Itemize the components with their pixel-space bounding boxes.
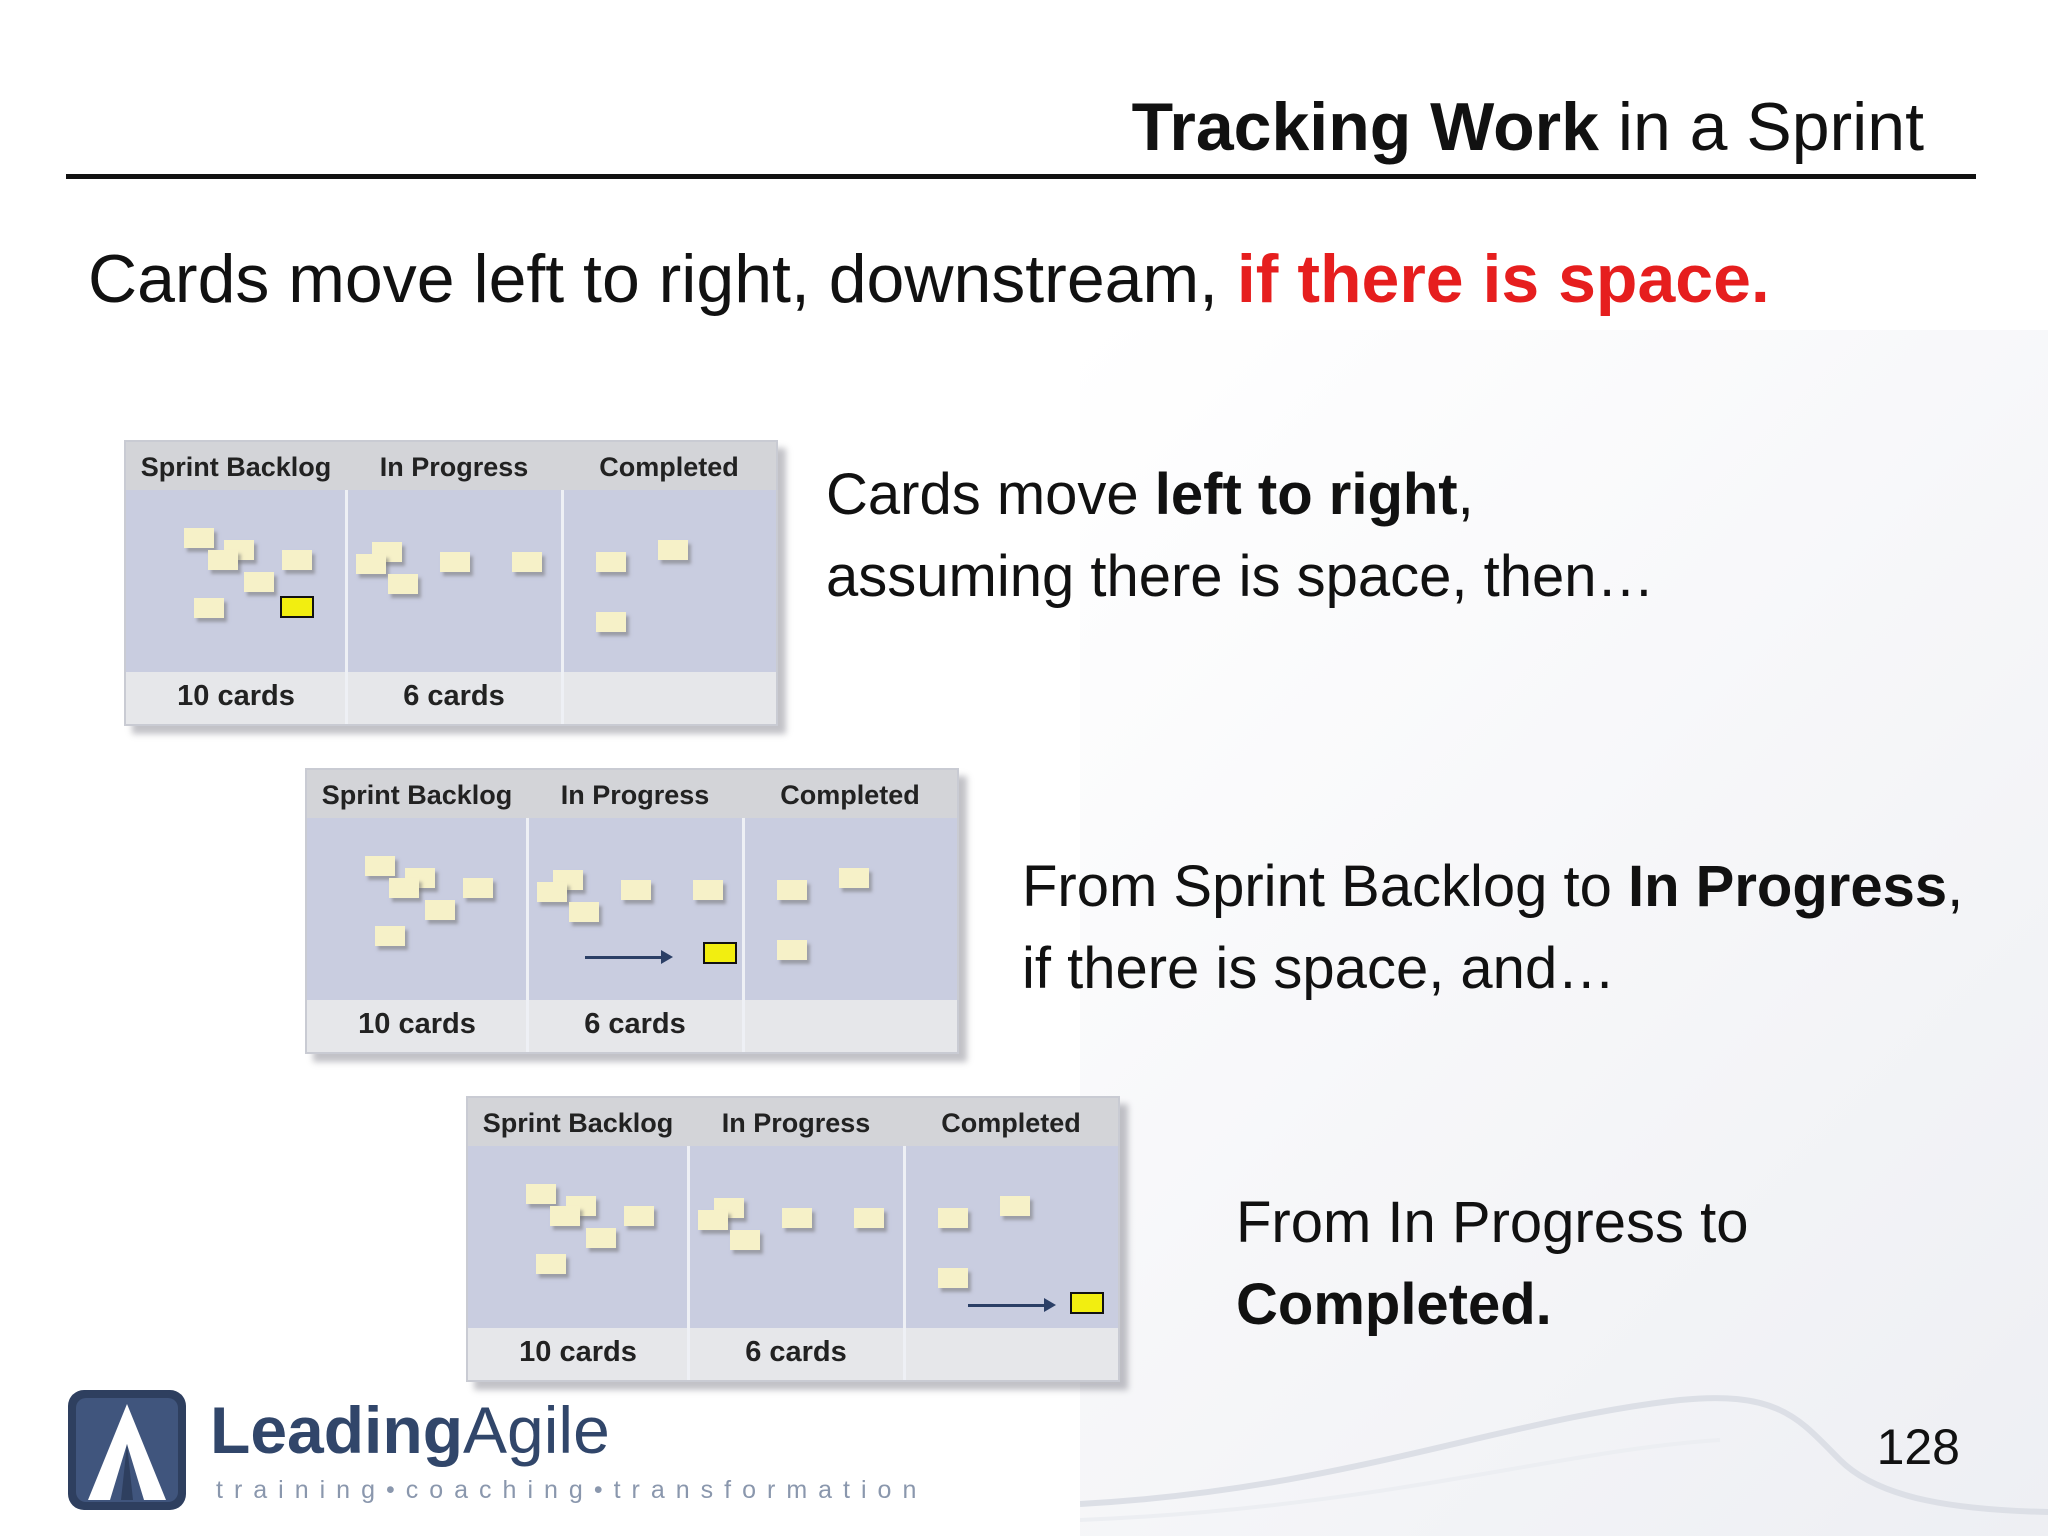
card	[356, 554, 386, 574]
card	[624, 1206, 654, 1226]
moving-card	[1070, 1292, 1104, 1314]
background-wash	[1080, 330, 2048, 1536]
card	[621, 880, 651, 900]
move-arrow	[585, 950, 673, 964]
column-divider	[742, 818, 745, 1052]
caption-step-3: From In Progress to Completed.	[1236, 1190, 1749, 1337]
board-footer	[307, 1000, 957, 1052]
card	[782, 1208, 812, 1228]
card	[194, 598, 224, 618]
card	[388, 574, 418, 594]
sprint-board-2: Sprint Backlog In Progress Completed 10 …	[305, 768, 959, 1054]
card	[938, 1268, 968, 1288]
moving-card	[703, 942, 737, 964]
card	[1000, 1196, 1030, 1216]
card	[596, 552, 626, 572]
board-footer	[468, 1328, 1118, 1380]
column-divider	[561, 490, 564, 724]
subtitle-emphasis: if there is space.	[1236, 241, 1770, 317]
card	[693, 880, 723, 900]
column-header-in-progress: In Progress	[379, 452, 529, 482]
column-header-sprint-backlog: Sprint Backlog	[482, 1108, 674, 1138]
card	[463, 878, 493, 898]
moving-card	[280, 596, 314, 618]
card	[184, 528, 214, 548]
card-count-sprint-backlog: 10 cards	[519, 1336, 637, 1368]
card	[839, 868, 869, 888]
card	[512, 552, 542, 572]
caption-step-1: Cards move left to right, assuming there…	[826, 462, 1655, 609]
logo-tagline: training•coaching•transformation	[216, 1476, 928, 1504]
leadingagile-logo-icon	[68, 1390, 186, 1510]
card-count-sprint-backlog: 10 cards	[177, 680, 295, 712]
column-header-completed: Completed	[941, 1108, 1081, 1138]
card	[440, 552, 470, 572]
card	[244, 572, 274, 592]
slide-title: Tracking Work in a Sprint	[1131, 89, 1924, 165]
board-body	[126, 490, 776, 672]
card	[208, 550, 238, 570]
column-header-completed: Completed	[780, 780, 920, 810]
card	[730, 1230, 760, 1250]
sprint-board-1: Sprint Backlog In Progress Completed 10 …	[124, 440, 778, 726]
card	[537, 882, 567, 902]
card	[550, 1206, 580, 1226]
page-number: 128	[1876, 1419, 1960, 1475]
card	[526, 1184, 556, 1204]
board-header	[468, 1098, 1118, 1146]
card-count-in-progress: 6 cards	[745, 1336, 847, 1368]
column-header-in-progress: In Progress	[560, 780, 710, 810]
column-divider	[345, 490, 348, 724]
move-arrow	[968, 1298, 1056, 1312]
card	[282, 550, 312, 570]
card-count-sprint-backlog: 10 cards	[358, 1008, 476, 1040]
column-header-in-progress: In Progress	[721, 1108, 871, 1138]
column-header-sprint-backlog: Sprint Backlog	[140, 452, 332, 482]
card	[658, 540, 688, 560]
card	[425, 900, 455, 920]
card	[365, 856, 395, 876]
footer-swoosh	[1080, 1395, 2048, 1522]
board-body	[468, 1146, 1118, 1328]
logo-wordmark: LeadingAgile	[210, 1393, 610, 1467]
card	[586, 1228, 616, 1248]
card	[596, 612, 626, 632]
board-header	[126, 442, 776, 490]
column-header-sprint-backlog: Sprint Backlog	[321, 780, 513, 810]
card	[854, 1208, 884, 1228]
title-divider	[66, 174, 1976, 179]
board-footer	[126, 672, 776, 724]
board-header	[307, 770, 957, 818]
board-body	[307, 818, 957, 1000]
card	[938, 1208, 968, 1228]
column-divider	[687, 1146, 690, 1380]
sprint-board-3: Sprint Backlog In Progress Completed 10 …	[466, 1096, 1120, 1382]
card	[389, 878, 419, 898]
card	[375, 926, 405, 946]
caption-step-2: From Sprint Backlog to In Progress, if t…	[1022, 854, 1964, 1001]
card-count-in-progress: 6 cards	[584, 1008, 686, 1040]
column-divider	[903, 1146, 906, 1380]
column-divider	[526, 818, 529, 1052]
card	[698, 1210, 728, 1230]
card	[569, 902, 599, 922]
card-count-in-progress: 6 cards	[403, 680, 505, 712]
card	[777, 940, 807, 960]
card	[777, 880, 807, 900]
slide-subtitle: Cards move left to right, downstream, if…	[88, 241, 1770, 317]
card	[536, 1254, 566, 1274]
column-header-completed: Completed	[599, 452, 739, 482]
